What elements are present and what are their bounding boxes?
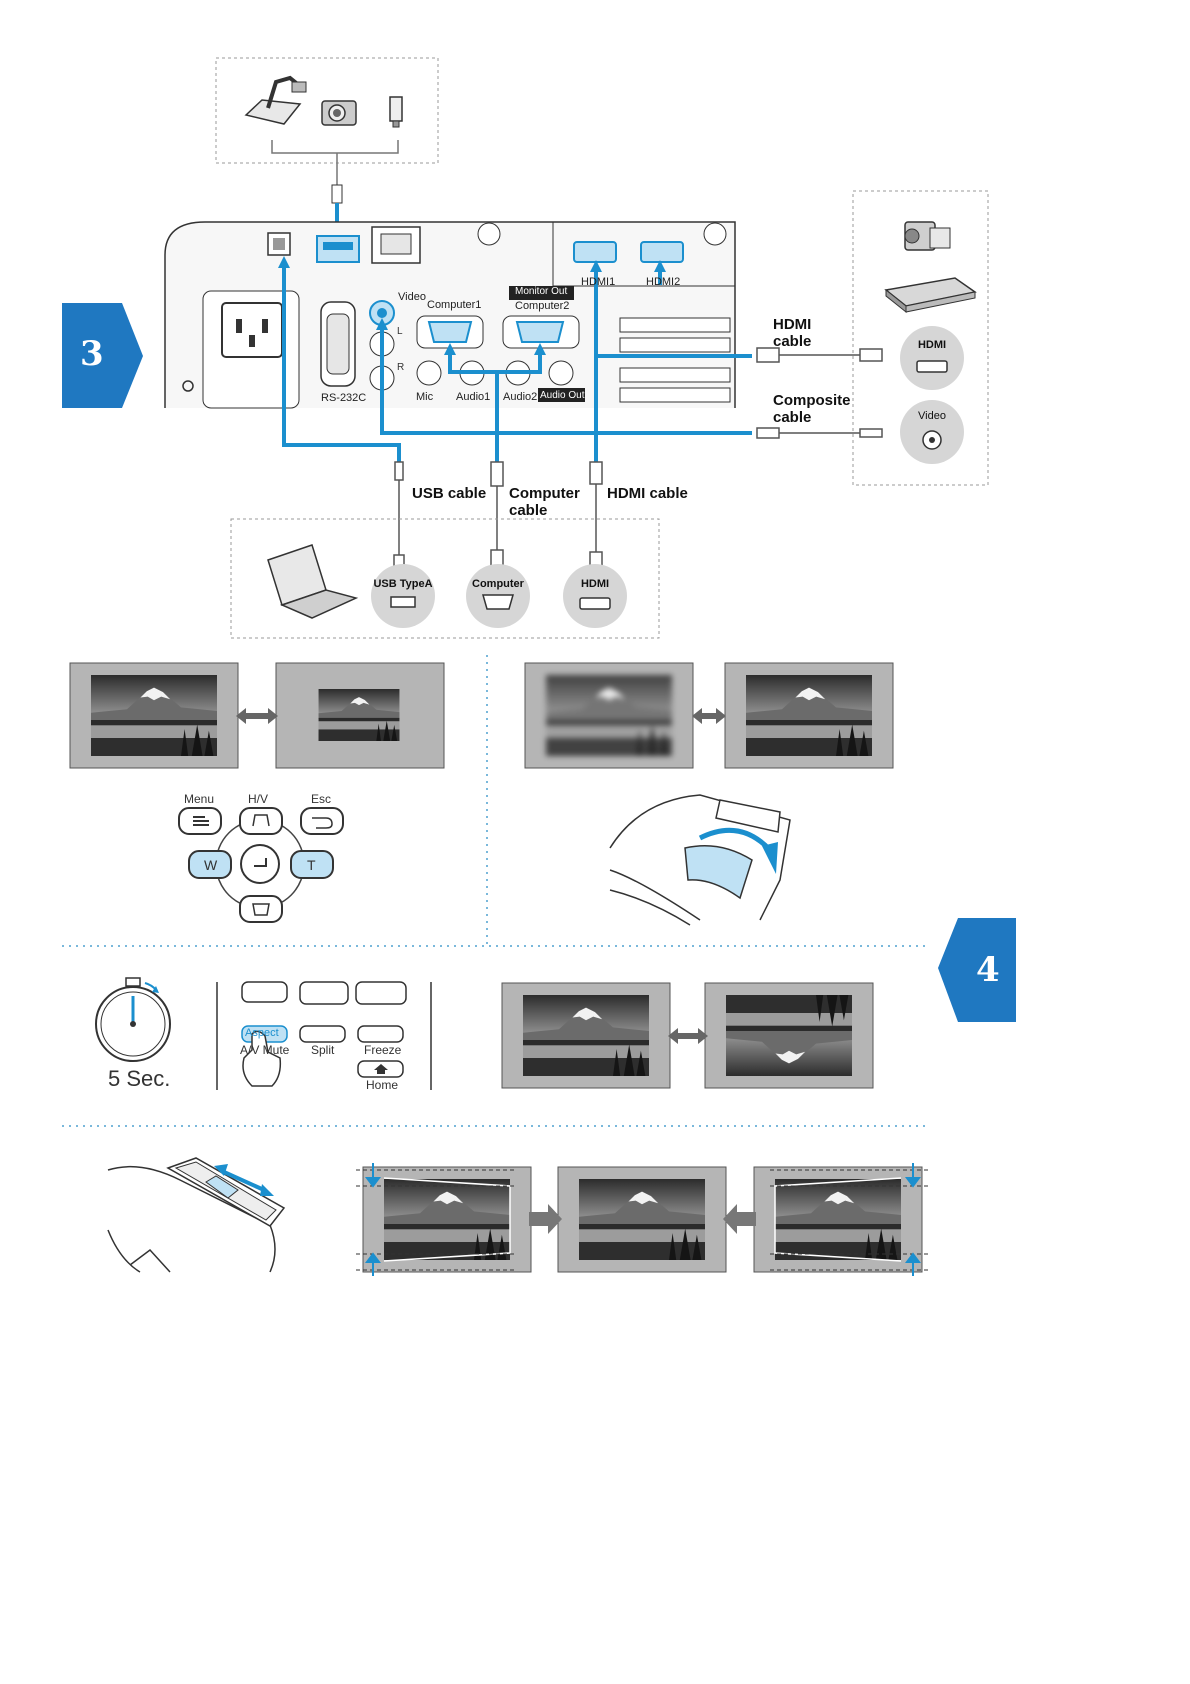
camcorder-icon <box>905 222 950 250</box>
image-flip-illustration <box>502 983 873 1088</box>
digital-camera-icon <box>322 101 356 125</box>
menu-button-label: Menu <box>184 792 214 806</box>
focus-illustration <box>525 663 893 925</box>
computer1-port-label: Computer1 <box>427 299 481 311</box>
video-source-label: Video <box>897 410 967 422</box>
usb-type-a-label: USB TypeA <box>368 578 438 590</box>
hdmi-port-label: HDMI <box>560 578 630 590</box>
tele-button-label: T <box>307 857 316 873</box>
step-4-number: 4 <box>976 950 1000 990</box>
audio2-label: Audio2 <box>503 391 537 403</box>
usb-cable-label: USB cable <box>412 485 502 502</box>
blu-ray-player-icon <box>886 278 975 312</box>
r-label: R <box>397 362 404 373</box>
computer-cable-label: Computer cable <box>509 485 599 519</box>
step-3-number: 3 <box>80 334 104 374</box>
laptop-icon <box>268 545 356 618</box>
hdmi2-port-label: HDMI2 <box>646 276 680 288</box>
computer-port-label: Computer <box>463 578 533 590</box>
monitor-out-label: Monitor Out <box>515 286 567 297</box>
audio1-label: Audio1 <box>456 391 490 403</box>
timer-duration: 5 Sec. <box>108 1066 170 1092</box>
wide-button-label: W <box>204 857 217 873</box>
composite-cable-label: Composite cable <box>773 392 863 426</box>
mic-label: Mic <box>416 391 433 403</box>
hdmi-cable-label-bottom: HDMI cable <box>607 485 697 502</box>
hv-button-label: H/V <box>248 792 268 806</box>
hdmi1-port-label: HDMI1 <box>581 276 615 288</box>
home-button-label: Home <box>366 1078 398 1092</box>
audio-out-label: Audio Out <box>540 390 584 401</box>
focus-ring-icon <box>610 795 790 925</box>
usb-stick-icon <box>390 97 402 127</box>
esc-button-label: Esc <box>311 792 331 806</box>
keystone-correction-illustration <box>356 1163 930 1276</box>
usb-devices-box <box>216 58 438 236</box>
zoom-illustration <box>70 663 444 768</box>
split-button-label: Split <box>311 1043 334 1057</box>
l-label: L <box>397 326 403 337</box>
stopwatch-icon <box>96 978 170 1061</box>
hdmi-cable-label-right: HDMI cable <box>773 316 823 350</box>
video-port-label: Video <box>398 291 426 303</box>
keystone-slider-illustration <box>108 1158 284 1272</box>
freeze-button-label: Freeze <box>364 1043 401 1057</box>
rs232c-label: RS-232C <box>321 392 366 404</box>
projector-rear-panel <box>165 222 735 408</box>
computer2-port-label: Computer2 <box>515 300 569 312</box>
hdmi-source-label: HDMI <box>897 339 967 351</box>
document-camera-icon <box>246 78 306 124</box>
av-mute-button-label: A/V Mute <box>240 1043 289 1057</box>
aspect-button-label: Aspect <box>245 1027 279 1039</box>
video-sources-box <box>853 191 988 485</box>
